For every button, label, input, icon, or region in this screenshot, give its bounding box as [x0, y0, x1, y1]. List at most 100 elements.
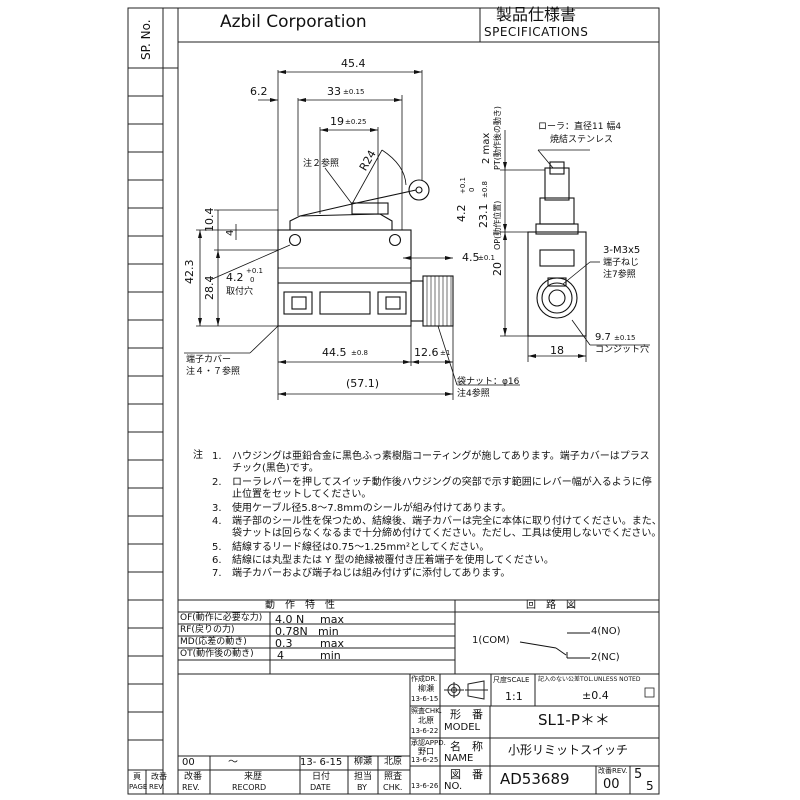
- label-hole: 取付穴: [226, 287, 254, 297]
- note-3: 使用ケーブル径5.8～7.8mmのシールが組み付けてあります。: [232, 503, 512, 514]
- rev-h-rev-en: REV.: [149, 783, 165, 791]
- dim-57-1: (57.1): [346, 377, 380, 390]
- note-num-6: 6.: [212, 555, 222, 566]
- note-num-2: 2.: [212, 477, 222, 488]
- dim-33: 33: [327, 85, 341, 98]
- front-dimension-lines: [184, 70, 520, 400]
- dim-4-5-tol: ±0.1: [478, 254, 495, 262]
- label-cover: 端子カバー: [186, 355, 232, 365]
- dim-44-5-tol: ±0.8: [351, 349, 368, 357]
- side-dimension-lines: [500, 130, 650, 362]
- tb-no-en: NO.: [444, 781, 463, 792]
- note-2b: 止位置をセットしてください。: [232, 489, 372, 500]
- note-1: ハウジングは亜鉛合金に黒色ふっ素樹脂コーティングが施してあります。端子カバーはプ…: [232, 451, 650, 462]
- dim-23-1: 23.1: [477, 203, 490, 229]
- rev-h-record: 来歴: [244, 772, 263, 782]
- dim-4-2: 4.2: [226, 271, 244, 284]
- note-4b: 袋ナットは回らなくなるまで十分締め付けてください。ただし、工具は使用しないでくだ…: [232, 528, 662, 539]
- char-value-md: 0.3: [275, 637, 293, 650]
- char-label-md: MD(応差の動き): [180, 637, 247, 647]
- note-num-3: 3.: [212, 503, 222, 514]
- char-unit-ot: min: [320, 649, 341, 662]
- dim-6-2: 6.2: [250, 85, 268, 98]
- rev-entry-rev: 00: [182, 757, 195, 768]
- dim-4-2-side: 4.2: [455, 204, 468, 223]
- note-6: 結線には丸型または Y 型の絶縁被覆付き圧着端子を使用してください。: [232, 555, 554, 566]
- dim-19-tol: ±0.25: [345, 118, 367, 126]
- company-name: Azbil Corporation: [220, 12, 367, 32]
- note-num-5: 5.: [212, 542, 222, 553]
- note-num-4: 4.: [212, 516, 222, 527]
- note-num-7: 7.: [212, 568, 222, 579]
- side-view: [527, 161, 587, 337]
- tb-model-en: MODEL: [444, 722, 481, 733]
- circuit-title: 回 路 図: [526, 600, 576, 611]
- char-label-of: OF(動作に必要な力): [180, 613, 263, 623]
- circuit-no: 4(NO): [591, 626, 621, 637]
- projection-symbol-icon: [444, 680, 488, 700]
- note-7: 端子カバーおよび端子ねじは組み付けずに添付してあります。: [232, 568, 511, 579]
- tb-scale: 1:1: [505, 690, 523, 703]
- tb-chk-date: 13-6-22: [411, 727, 439, 735]
- tb-chk-name: 北原: [418, 716, 434, 725]
- tb-drawing-number: AD53689: [500, 770, 570, 788]
- dim-4-2-side-tol-lower: 0: [468, 187, 476, 192]
- rev-h-page-en: PAGE: [129, 783, 148, 791]
- rev-h-record-en: RECORD: [232, 783, 267, 792]
- tb-dr-name: 柳瀬: [418, 684, 434, 693]
- front-view: [277, 149, 454, 327]
- tb-rev-label: 改番REV.: [598, 767, 628, 775]
- note-5: 結線するリード線径は0.75～1.25mm²としてください。: [232, 542, 490, 553]
- label-op: OP(動作位置): [493, 200, 502, 250]
- characteristics-title: 動 作 特 性: [265, 600, 335, 611]
- side-arrowheads: [503, 162, 586, 358]
- char-unit-rf: min: [318, 625, 339, 638]
- label-pt: PT(動作後の動き): [493, 106, 502, 170]
- dim-4-5: 4.5: [462, 251, 480, 264]
- sp-no-label: SP. No.: [139, 19, 153, 60]
- dim-4-2-tol-upper: +0.1: [246, 267, 263, 275]
- rev-h-date: 日付: [312, 772, 331, 782]
- label-note47: 注４・７参照: [186, 367, 241, 377]
- label-note2: 注２参照: [303, 159, 340, 169]
- dim-45-4: 45.4: [341, 57, 366, 70]
- dim-18: 18: [550, 344, 564, 357]
- dim-42-3: 42.3: [183, 259, 196, 285]
- rev-entry-record: ～: [228, 757, 238, 768]
- dim-12-6: 12.6: [414, 346, 439, 359]
- label-conduit-dim: 9.7: [595, 332, 611, 343]
- tb-model: SL1-P＊＊: [538, 711, 610, 729]
- dim-33-tol: ±0.15: [343, 88, 365, 96]
- rev-h-rev2-en: REV.: [182, 783, 200, 792]
- rev-h-by-en: BY: [357, 783, 367, 792]
- rev-h-chk-en: CHK.: [383, 783, 403, 792]
- rev-h-rev: 改番: [151, 772, 167, 781]
- char-label-rf: RF(戻りの力): [180, 625, 235, 635]
- rev-h-rev2: 改番: [184, 772, 203, 782]
- label-screw: 端子ねじ: [603, 258, 640, 268]
- dim-44-5: 44.5: [322, 346, 347, 359]
- note-1b: チック(黒色)です。: [232, 463, 319, 474]
- tb-app-name: 野口: [418, 747, 434, 756]
- label-nut: 袋ナット：φ16: [457, 377, 520, 387]
- tb-tol-label: 記入のない公差TOL.UNLESS NOTED: [538, 676, 641, 683]
- tb-name-en: NAME: [444, 753, 474, 764]
- char-unit-of: max: [320, 613, 344, 626]
- tb-pages: 5: [646, 779, 654, 793]
- tb-app-label: 承認APPD.: [411, 739, 446, 747]
- label-roller2: 焼結ステンレス: [550, 135, 614, 145]
- tb-dr-label: 作成DR.: [411, 675, 438, 683]
- tb-name-jp: 名 称: [450, 740, 483, 753]
- rev-entry-chk: 北原: [384, 757, 403, 767]
- dim-10-4: 10.4: [203, 207, 216, 233]
- char-value-of: 4.0 N: [275, 613, 305, 626]
- dim-2max: 2 max: [481, 132, 492, 164]
- title-en: SPECIFICATIONS: [484, 25, 589, 39]
- dim-20: 20: [491, 262, 504, 276]
- dim-19: 19: [330, 115, 344, 128]
- dim-23-1-tol: ±0.8: [481, 181, 489, 198]
- dim-4-2-tol-lower: 0: [250, 276, 255, 284]
- tb-app-date: 13-6-25: [411, 756, 439, 764]
- note-2: ローラレバーを押してスイッチ動作後ハウジングの突部で示す範囲にレバー幅が入るよう…: [232, 477, 652, 488]
- rev-h-page: 頁: [133, 772, 141, 781]
